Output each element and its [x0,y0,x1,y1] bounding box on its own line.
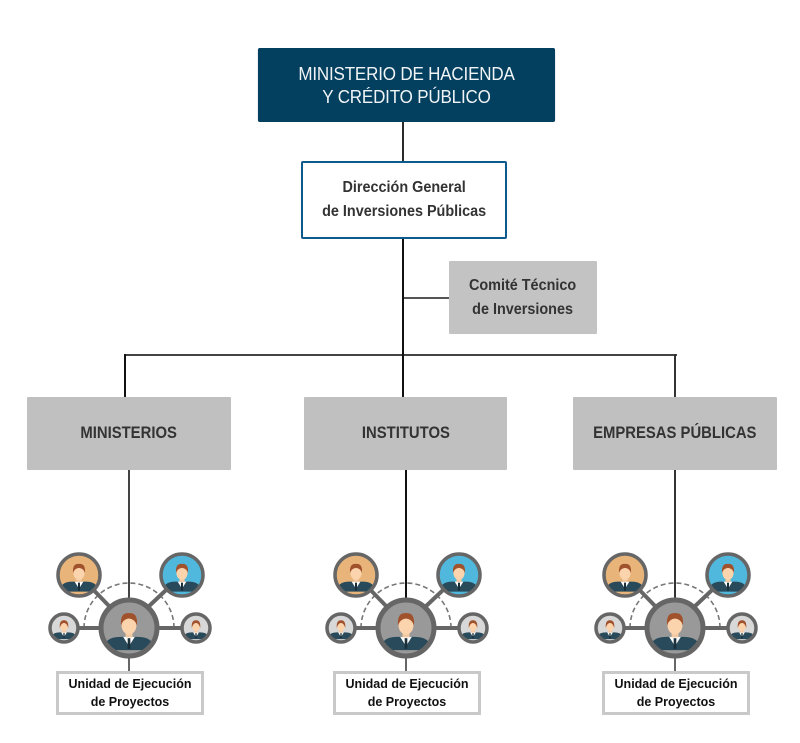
unit-line1: Unidad de Ejecución [614,677,738,691]
unit-line1: Unidad de Ejecución [68,677,192,691]
connector-ministerios-to-team [128,470,130,598]
committee-node-line2: de Inversiones [472,300,574,318]
connector-to-institutos [402,354,404,397]
committee-node: Comité Técnico de Inversiones [449,261,597,334]
category-label: EMPRESAS PÚBLICAS [593,424,757,442]
dashed-arc [83,582,175,629]
person-center-icon [375,597,437,659]
person-small-left-icon [594,612,626,644]
category-node-institutos: INSTITUTOS [304,397,507,470]
unit-node-empresas: Unidad de Ejecución de Proyectos [602,671,750,715]
team-cluster-empresas [590,550,760,672]
unit-line2: de Proyectos [367,695,447,709]
direction-node-line1: Dirección General [342,179,466,196]
person-center-icon [644,597,706,659]
person-small-left-icon [48,612,80,644]
connector-direction-trunk [402,239,404,356]
person-orange-icon [56,552,102,598]
person-blue-icon [705,552,751,598]
team-cluster-institutos [321,550,491,672]
direction-node: Dirección General de Inversiones Pública… [301,161,507,239]
connector-root-to-direction [402,122,404,161]
team-cluster-ministerios [44,550,214,672]
root-node-ministerio-hacienda: MINISTERIO DE HACIENDA Y CRÉDITO PÚBLICO [257,48,556,122]
unit-line2: de Proyectos [90,695,170,709]
person-center-icon [98,597,160,659]
team-network-icon [594,552,758,672]
connector-institutos-to-team [405,470,407,598]
root-node-line2: Y CRÉDITO PÚBLICO [322,86,491,107]
connector-empresas-to-team [674,470,676,598]
connector-horizontal-bar [124,354,677,356]
dashed-arc [629,582,721,629]
category-label: MINISTERIOS [80,424,178,442]
team-network-icon [48,552,212,672]
person-small-right-icon [726,612,758,644]
unit-node-ministerios: Unidad de Ejecución de Proyectos [56,671,204,715]
person-orange-icon [602,552,648,598]
person-blue-icon [436,552,482,598]
person-orange-icon [333,552,379,598]
dashed-arc [360,582,452,629]
person-blue-icon [159,552,205,598]
connector-to-empresas [674,354,676,397]
connector-committee [404,297,449,299]
direction-node-line2: de Inversiones Públicas [321,203,487,220]
connector-to-ministerios [124,354,126,397]
committee-node-line1: Comité Técnico [469,276,577,294]
category-node-ministerios: MINISTERIOS [27,397,231,470]
person-small-left-icon [325,612,357,644]
person-small-right-icon [457,612,489,644]
person-small-right-icon [180,612,212,644]
unit-line2: de Proyectos [636,695,716,709]
category-node-empresas-publicas: EMPRESAS PÚBLICAS [573,397,777,470]
root-node-line1: MINISTERIO DE HACIENDA [298,63,515,84]
team-network-icon [325,552,489,672]
category-label: INSTITUTOS [361,424,450,442]
unit-node-institutos: Unidad de Ejecución de Proyectos [333,671,481,715]
unit-line1: Unidad de Ejecución [345,677,469,691]
